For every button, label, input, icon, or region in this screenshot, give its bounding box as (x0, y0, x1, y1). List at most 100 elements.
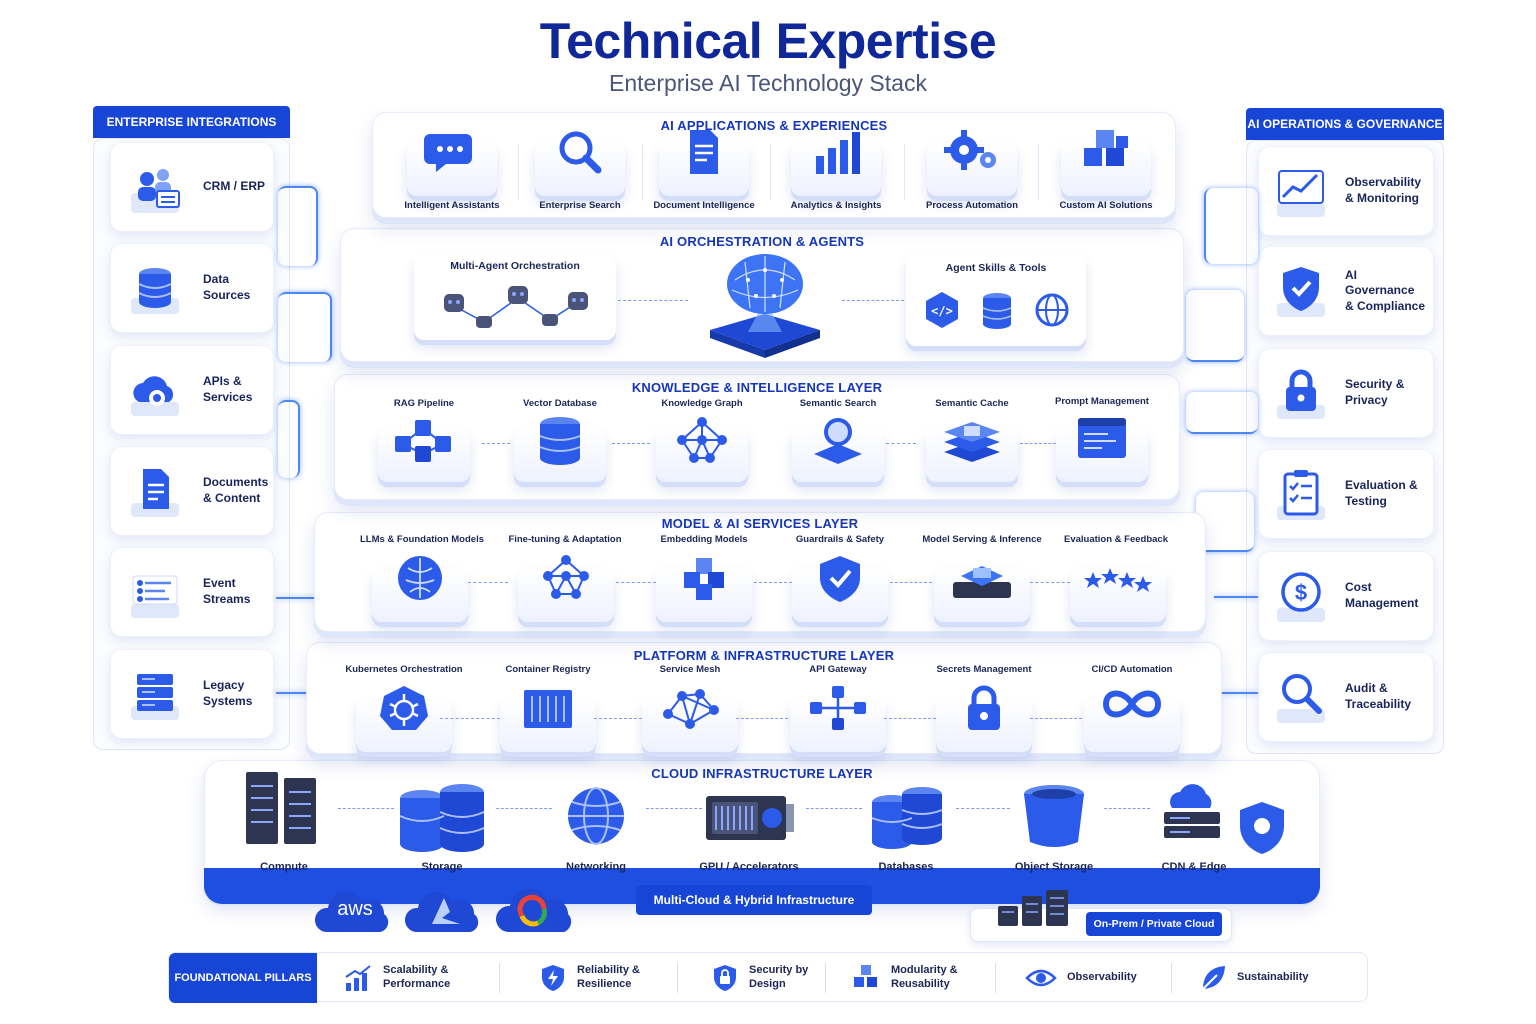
cloud-item-compute[interactable]: Compute (236, 766, 332, 873)
pillar-security[interactable]: Security by Design (711, 953, 819, 1003)
shield-check-icon (1277, 267, 1325, 317)
integration-event-streams[interactable]: Event Streams (110, 547, 274, 637)
model-fine-tuning[interactable]: Fine-tuning & Adaptation (500, 534, 630, 622)
platform-label: Container Registry (505, 664, 591, 675)
pillar-label: Modularity & Reusability (891, 964, 958, 990)
lock-icon (968, 685, 1000, 730)
cloud-item-label: Networking (566, 861, 626, 873)
integration-apis-services[interactable]: APIs & Services (110, 345, 274, 435)
agent-skills-tools-box[interactable]: Agent Skills & Tools </> (906, 254, 1086, 346)
ops-evaluation[interactable]: Evaluation & Testing (1258, 449, 1434, 539)
pipeline-nodes-icon (395, 420, 451, 462)
page-title: Technical Expertise (539, 13, 997, 69)
item-tile (792, 418, 884, 482)
ai-brain-core (690, 250, 840, 360)
integration-data-sources[interactable]: Data Sources (110, 243, 274, 333)
knowledge-label: RAG Pipeline (393, 398, 455, 409)
search-icon (559, 131, 602, 174)
layer-title: KNOWLEDGE & INTELLIGENCE LAYER (631, 380, 883, 395)
ops-governance[interactable]: AI Governance & Compliance (1258, 246, 1434, 336)
item-tile (1061, 130, 1151, 196)
layer-knowledge-intelligence: KNOWLEDGE & INTELLIGENCE LAYER (334, 374, 1180, 500)
platform-kubernetes[interactable]: Kubernetes Orchestration (334, 664, 474, 752)
bucket-icon (1024, 785, 1084, 847)
item-tile (926, 422, 1018, 482)
dashed-connector (754, 582, 792, 583)
dashed-connector (1030, 582, 1070, 583)
platform-cicd[interactable]: CI/CD Automation (1064, 664, 1200, 752)
cloud-item-databases[interactable]: Databases (858, 780, 954, 873)
kubernetes-icon (380, 686, 428, 730)
pillar-scalability[interactable]: Scalability & Performance (343, 953, 473, 1003)
knowledge-semantic-cache[interactable]: Semantic Cache (910, 398, 1034, 482)
cloud-item-networking[interactable]: Networking (548, 780, 644, 873)
model-embedding[interactable]: Embedding Models (642, 534, 766, 622)
item-tile (791, 132, 881, 196)
knowledge-knowledge-graph[interactable]: Knowledge Graph (640, 398, 764, 482)
knowledge-prompt-management[interactable]: Prompt Management (1040, 396, 1164, 482)
ai-operations-panel (1246, 140, 1444, 754)
integration-legacy-systems[interactable]: Legacy Systems (110, 649, 274, 739)
pillar-label: Sustainability (1237, 971, 1309, 984)
enterprise-integrations-panel (93, 138, 290, 750)
item-tile (514, 417, 606, 482)
cloud-item-storage[interactable]: Storage (394, 780, 490, 873)
pillar-label: Scalability & Performance (383, 964, 451, 990)
dashed-connector (616, 582, 656, 583)
model-guardrails[interactable]: Guardrails & Safety (778, 534, 902, 622)
database-icon (982, 293, 1012, 329)
integration-crm-erp[interactable]: CRM / ERP (110, 142, 274, 232)
pillar-observability[interactable]: Observability (1025, 953, 1157, 1003)
ops-audit[interactable]: Audit & Traceability (1258, 652, 1434, 742)
app-divider (642, 144, 643, 200)
leaf-icon (1202, 966, 1225, 990)
platform-secrets-management[interactable]: Secrets Management (918, 664, 1050, 752)
ai-operations-header: AI OPERATIONS & GOVERNANCE (1246, 108, 1444, 140)
cloud-item-object-storage[interactable]: Object Storage (1006, 780, 1102, 873)
prompt-window-icon (1078, 418, 1126, 458)
model-label: Evaluation & Feedback (1063, 534, 1168, 545)
item-tile (927, 130, 1017, 196)
pillar-sustainability[interactable]: Sustainability (1199, 953, 1327, 1003)
database-icon (131, 268, 179, 314)
pillar-reliability[interactable]: Reliability & Resilience (539, 953, 667, 1003)
dashed-connector (338, 808, 394, 809)
knowledge-vector-database[interactable]: Vector Database (498, 398, 622, 482)
platform-label: Secrets Management (936, 664, 1032, 675)
pillar-modularity[interactable]: Modularity & Reusability (851, 953, 981, 1003)
ops-label: AI Governance & Compliance (1345, 267, 1426, 313)
cloud-item-gpu[interactable]: GPU / Accelerators (696, 784, 802, 873)
knowledge-rag-pipeline[interactable]: RAG Pipeline (362, 398, 486, 482)
connector-line (278, 186, 318, 266)
ops-security[interactable]: Security & Privacy (1258, 348, 1434, 438)
ops-observability[interactable]: Observability & Monitoring (1258, 146, 1434, 236)
infinity-loop-icon (1102, 690, 1162, 718)
knowledge-label: Prompt Management (1055, 396, 1149, 407)
integration-documents-content[interactable]: Documents & Content (110, 446, 274, 536)
model-llms[interactable]: LLMs & Foundation Models (352, 534, 492, 622)
app-divider (904, 144, 905, 200)
dashed-connector (956, 808, 1010, 809)
app-divider (1038, 144, 1039, 200)
ops-cost[interactable]: $ Cost Management (1258, 551, 1434, 641)
platform-label: CI/CD Automation (1091, 664, 1173, 675)
lock-shield-icon (714, 965, 736, 991)
gears-icon (944, 130, 996, 170)
platform-api-gateway[interactable]: API Gateway (770, 664, 906, 752)
integration-label: Documents & Content (203, 475, 269, 505)
model-evaluation-feedback[interactable]: Evaluation & Feedback (1054, 534, 1178, 622)
connector-line (278, 292, 332, 362)
multi-agent-orchestration-box[interactable]: Multi-Agent Orchestration (414, 254, 616, 340)
item-tile (407, 134, 497, 196)
container-icon (524, 690, 572, 728)
storage-icon (399, 784, 485, 852)
model-serving-inference[interactable]: Model Serving & Inference (912, 534, 1052, 622)
knowledge-semantic-search[interactable]: Semantic Search (776, 398, 900, 482)
platform-service-mesh[interactable]: Service Mesh (622, 664, 758, 752)
enterprise-integrations-header: ENTERPRISE INTEGRATIONS (93, 106, 290, 138)
platform-container-registry[interactable]: Container Registry (478, 664, 618, 752)
ops-label: Cost Management (1345, 580, 1419, 610)
dashed-connector (842, 300, 904, 301)
cloud-item-cdn-edge[interactable]: CDN & Edge (1146, 780, 1242, 873)
api-gateway-icon (810, 686, 866, 730)
